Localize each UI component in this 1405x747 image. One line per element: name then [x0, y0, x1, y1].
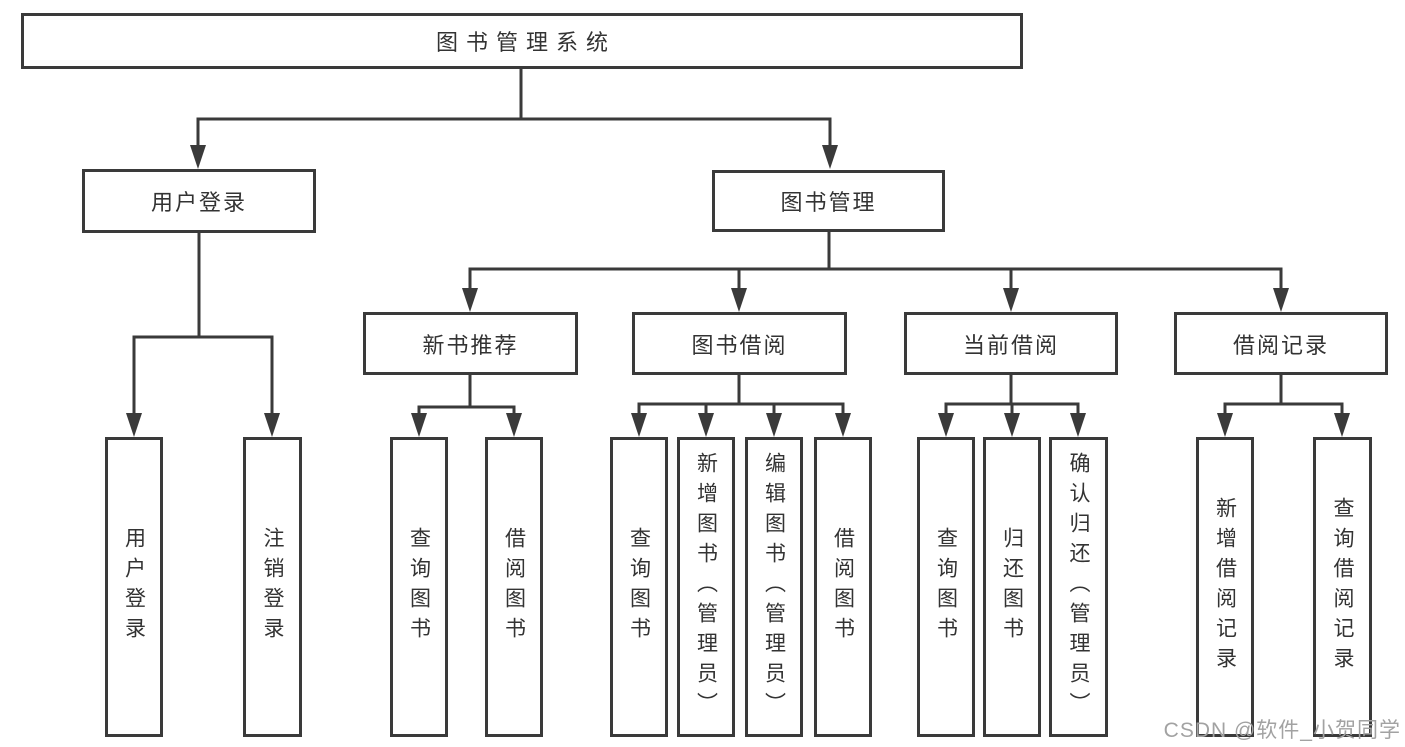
- node-label: 图书管理: [780, 190, 877, 215]
- leaf-edit-books-admin: 编辑图书（管理员）: [745, 437, 803, 737]
- node-label: 用户登录: [122, 527, 146, 647]
- connector-user-login-to-leaves: [132, 233, 274, 415]
- connector-root-to-level2: [196, 69, 832, 147]
- leaf-borrow-books-recommend: 借阅图书: [485, 437, 543, 737]
- leaf-borrow-books: 借阅图书: [814, 437, 872, 737]
- node-borrowing-records: 借阅记录: [1174, 312, 1388, 375]
- node-label: 当前借阅: [962, 332, 1059, 358]
- leaf-confirm-return-admin: 确认归还（管理员）: [1049, 437, 1108, 737]
- leaf-add-books-admin: 新增图书（管理员）: [677, 437, 735, 737]
- node-label: 用户登录: [150, 190, 247, 215]
- node-label: 借阅图书: [831, 527, 855, 647]
- connector-current-to-leaves: [944, 375, 1080, 415]
- node-label: 图书管理系统: [435, 30, 616, 55]
- leaf-query-books-current: 查询图书: [917, 437, 975, 737]
- connector-records-to-leaves: [1223, 375, 1344, 415]
- leaf-query-borrow-record: 查询借阅记录: [1313, 437, 1372, 737]
- node-new-book-recommendation: 新书推荐: [363, 312, 578, 375]
- node-label: 注销登录: [261, 527, 284, 647]
- node-current-borrowing: 当前借阅: [904, 312, 1118, 375]
- node-label: 新增借阅记录: [1213, 497, 1237, 677]
- node-label: 查询图书: [934, 527, 958, 647]
- leaf-user-login: 用户登录: [105, 437, 163, 737]
- node-label: 借阅图书: [502, 527, 526, 647]
- node-label: 新增图书（管理员）: [694, 452, 718, 722]
- node-label: 查询借阅记录: [1331, 497, 1354, 677]
- node-label: 新书推荐: [422, 332, 519, 358]
- leaf-add-borrow-record: 新增借阅记录: [1196, 437, 1254, 737]
- csdn-watermark: CSDN @软件_小贺同学: [1163, 719, 1401, 742]
- node-label: 归还图书: [1000, 527, 1024, 647]
- leaf-logout: 注销登录: [243, 437, 302, 737]
- node-book-borrowing: 图书借阅: [632, 312, 847, 375]
- connector-recommend-to-leaves: [417, 375, 516, 415]
- leaf-query-books-recommend: 查询图书: [390, 437, 448, 737]
- leaf-query-books-borrow: 查询图书: [610, 437, 668, 737]
- node-label: 借阅记录: [1232, 332, 1329, 358]
- node-label: 图书借阅: [691, 332, 788, 358]
- connector-borrow-to-leaves: [637, 375, 845, 415]
- node-user-login: 用户登录: [82, 169, 316, 233]
- leaf-return-books: 归还图书: [983, 437, 1041, 737]
- node-label: 查询图书: [627, 527, 651, 647]
- node-label: 查询图书: [407, 527, 431, 647]
- node-library-management-system: 图书管理系统: [21, 13, 1023, 69]
- node-label: 编辑图书（管理员）: [762, 452, 786, 722]
- node-label: 确认归还（管理员）: [1067, 452, 1090, 722]
- connector-book-mgmt-to-level3: [468, 232, 1283, 290]
- node-book-management: 图书管理: [712, 170, 945, 232]
